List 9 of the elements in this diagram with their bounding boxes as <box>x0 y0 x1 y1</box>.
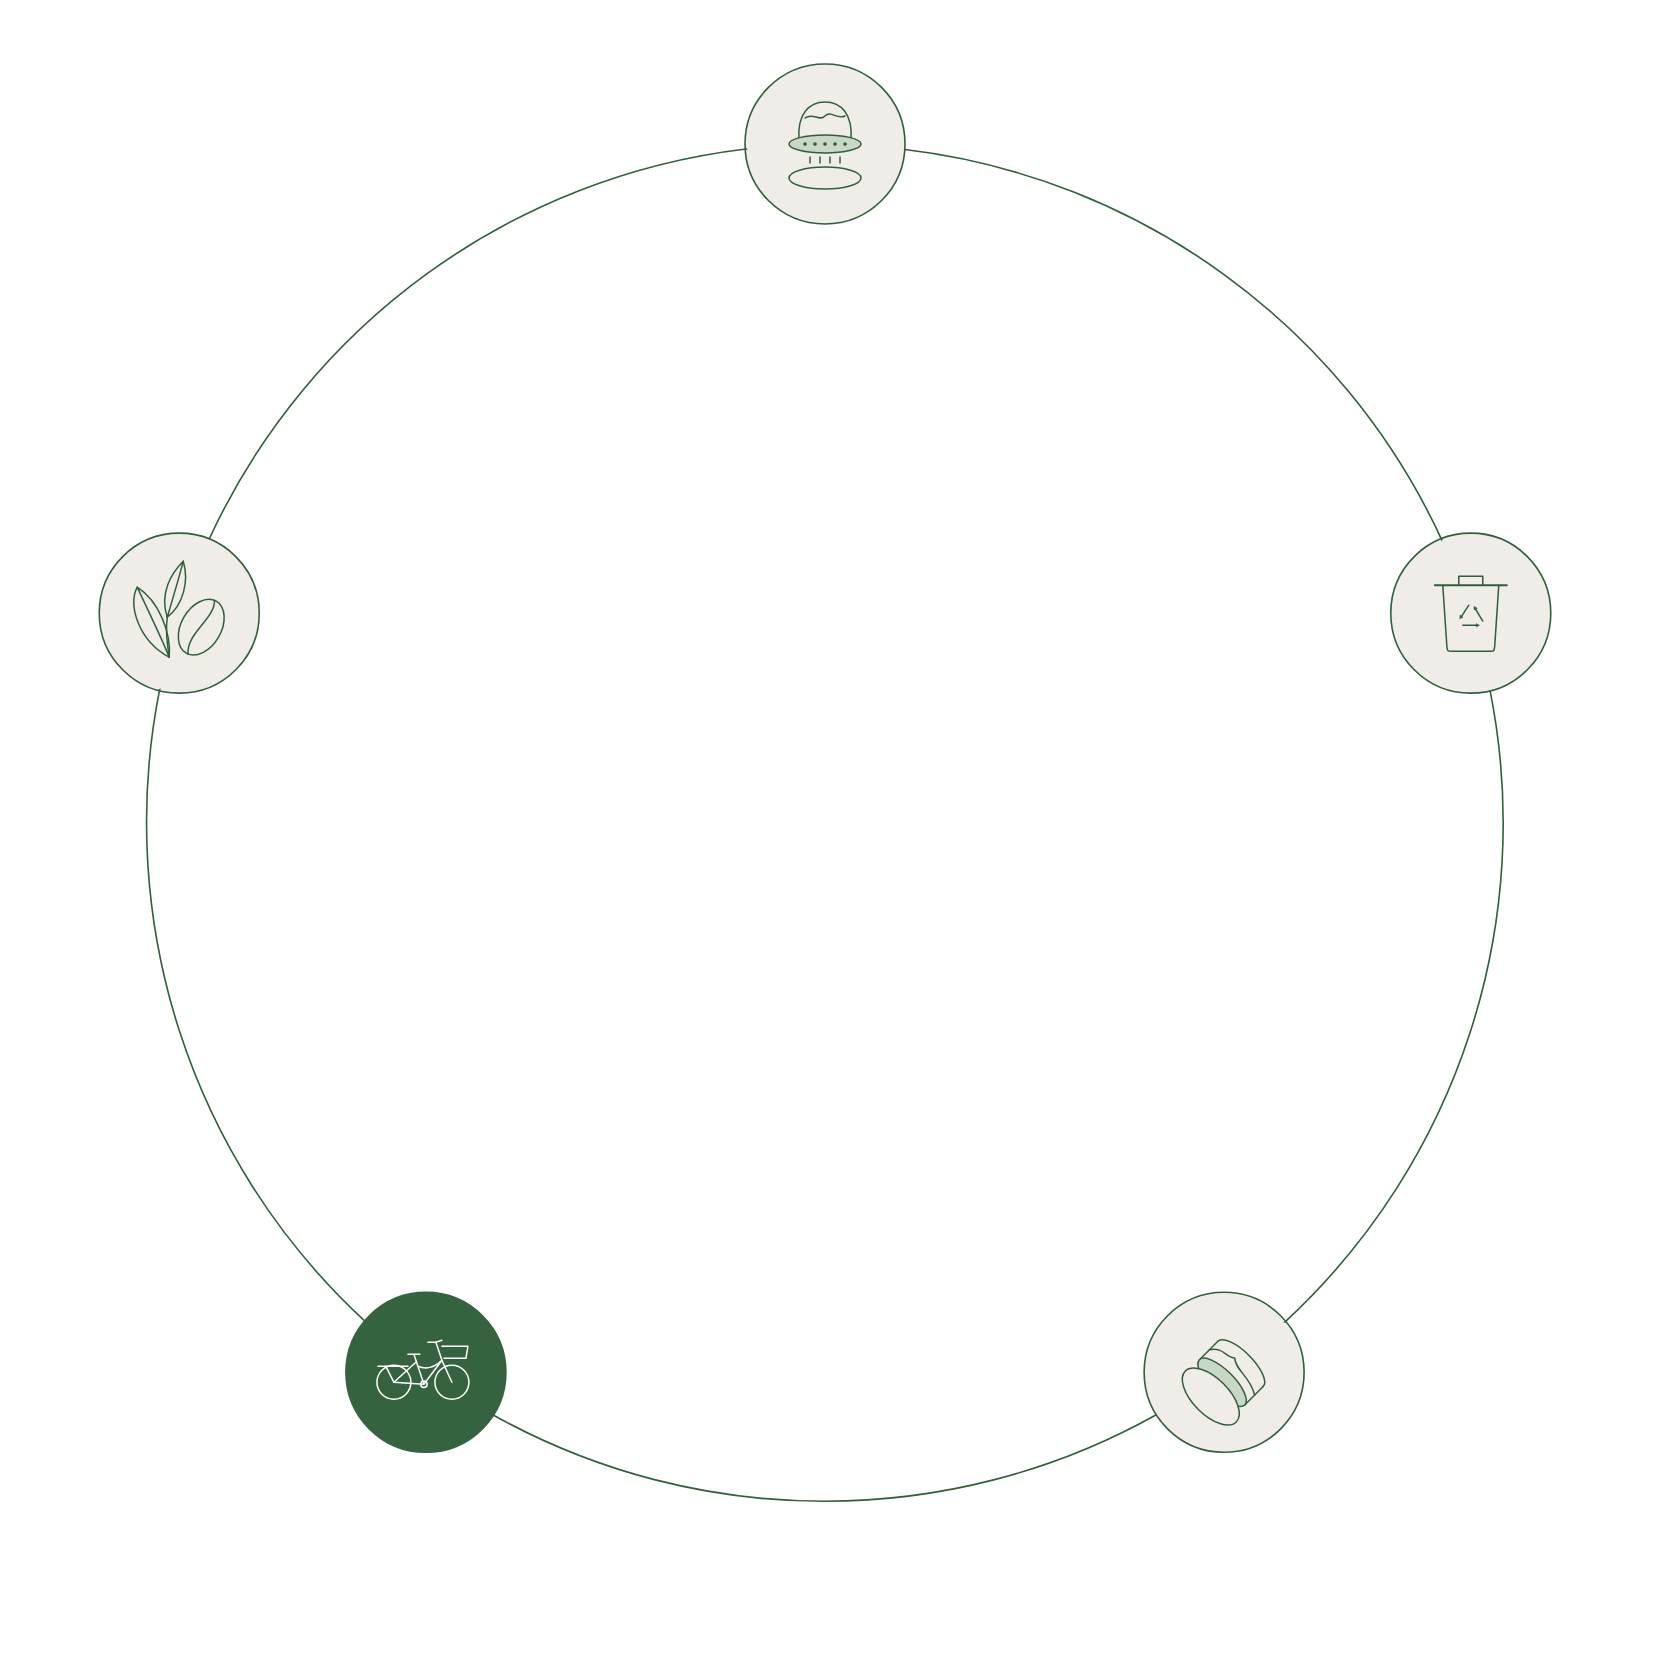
icon-circle <box>744 63 906 225</box>
connecting-arc <box>208 147 747 540</box>
connecting-arc <box>904 148 1443 541</box>
icon-circle <box>98 532 261 694</box>
connecting-arc <box>1284 690 1504 1323</box>
connecting-arc <box>145 689 366 1322</box>
icon-circle <box>1389 532 1552 694</box>
icon-circle <box>345 1291 507 1454</box>
connecting-arc <box>491 1413 1158 1503</box>
